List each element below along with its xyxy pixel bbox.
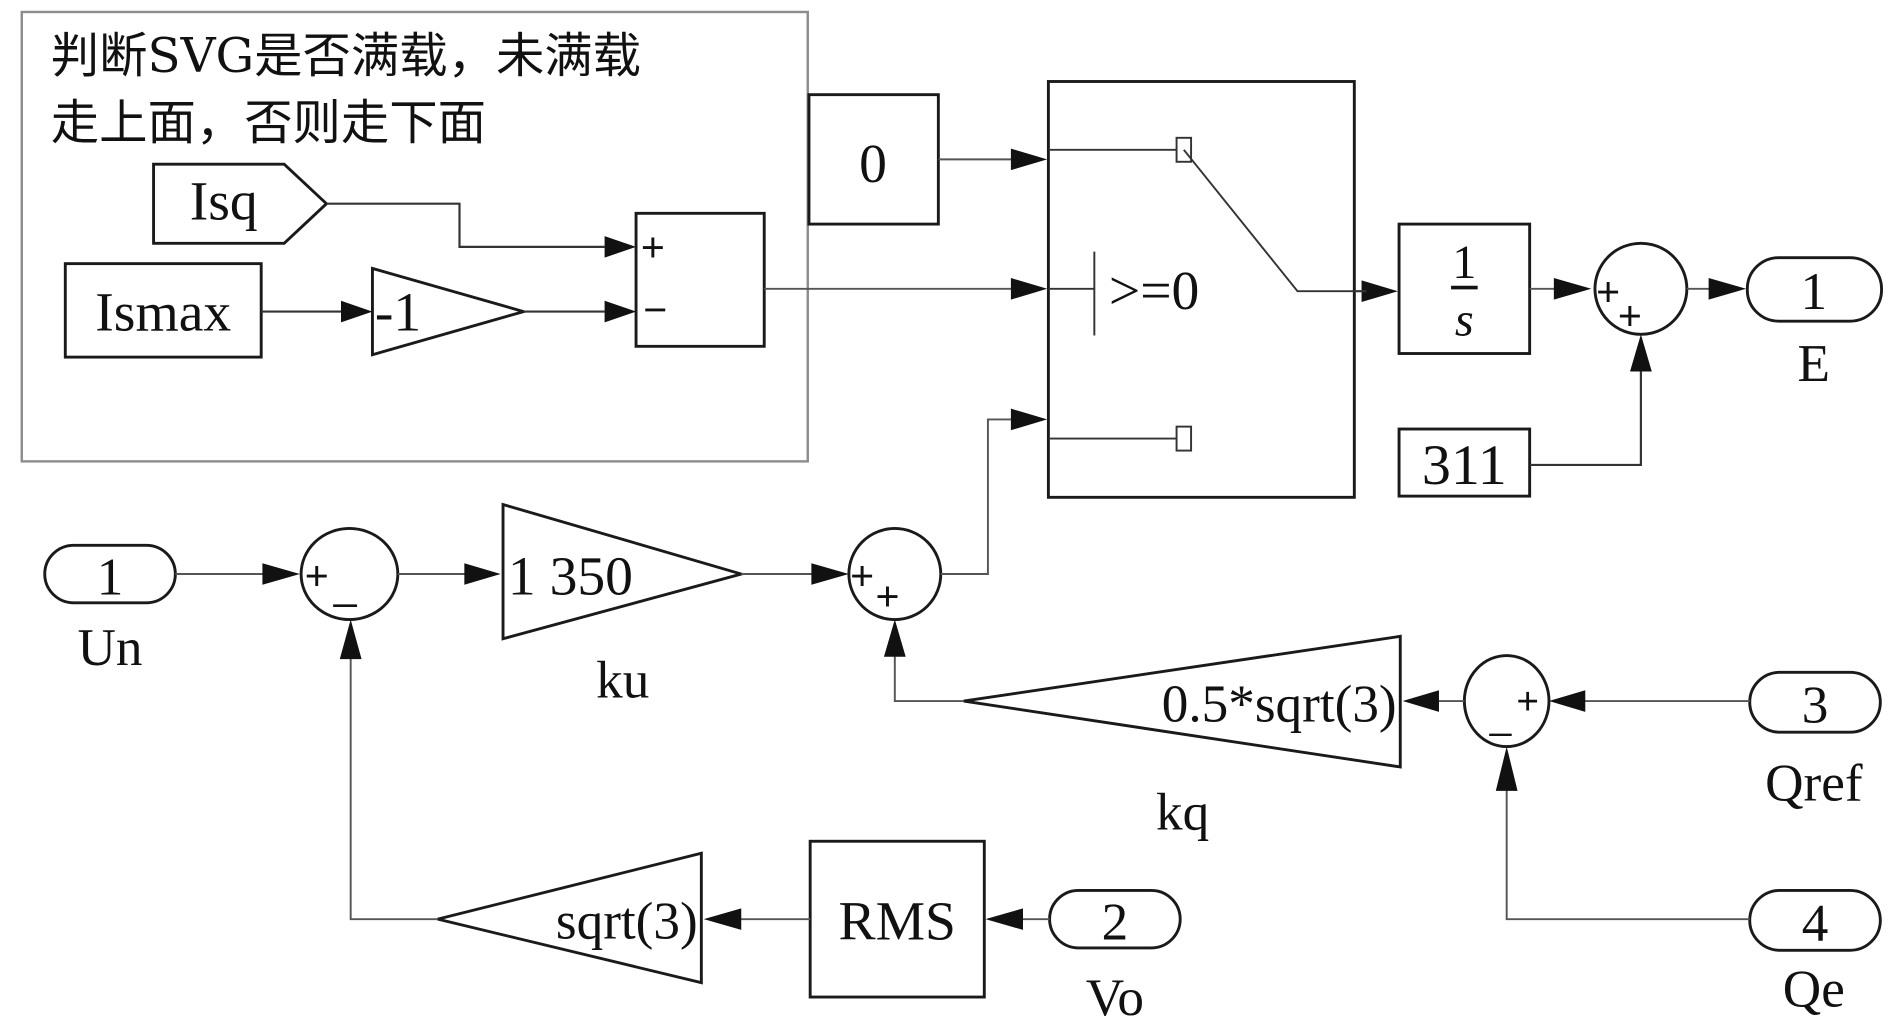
sum-block-mid[interactable]: + + [847,527,943,621]
inport-qref[interactable]: 3 [1748,670,1882,735]
inport-vo[interactable]: 2 [1048,888,1182,952]
switch-criterion: >=0 [1109,260,1200,321]
sum-un-sign-minus: _ [333,562,358,608]
arrow-icon [1553,278,1592,300]
sqrt3-gain-block[interactable]: sqrt(3) [437,851,703,985]
ku-gain-block[interactable]: 1 350 [501,502,747,641]
sum-block-un[interactable]: + _ [299,527,400,621]
arrow-icon [262,563,300,585]
wire-qe-to-sum [1505,786,1750,921]
annotation-frame [20,10,809,463]
zero-constant-value: 0 [859,133,887,194]
ismax-label: Ismax [95,282,231,343]
arrow-icon [1361,280,1398,302]
arrow-icon [1010,408,1048,431]
integrator-denominator: s [1455,294,1474,347]
kq-gain-label: kq [1156,783,1209,841]
inport-qe-number: 4 [1802,895,1829,953]
arrow-icon [339,619,362,660]
integrator-numerator: 1 [1452,236,1476,289]
inport-un-number: 1 [97,549,124,607]
outport-e-number: 1 [1801,263,1828,321]
annotation-line-2: 走上面，否则走下面 [51,95,486,151]
inport-vo-number: 2 [1102,894,1129,952]
sum-out-sign-2: + [1618,293,1642,339]
sum-top-sign-plus: + [641,224,665,270]
arrow-icon [1495,746,1518,791]
arrow-icon [985,908,1023,930]
wire-sum-to-switch-bottom [940,418,1019,575]
sum-q-sign-plus: + [1516,680,1539,723]
inport-un-label: Un [78,619,143,677]
const-311-block[interactable]: 311 [1397,427,1532,498]
arrow-icon [1010,148,1048,171]
kq-gain-block[interactable]: 0.5*sqrt(3) [963,634,1402,769]
arrow-icon [703,908,742,930]
neg-one-gain-block[interactable]: -1 [370,266,529,357]
inport-qe-label: Qe [1783,961,1845,1019]
arrow-icon [883,619,906,657]
arrow-icon [464,563,501,585]
wire-kq-to-sum-mid [893,653,964,703]
arrow-icon [1708,278,1747,300]
sum-un-sign-plus: + [305,553,329,599]
inport-qref-number: 3 [1802,677,1829,735]
sum-block-output[interactable]: + + [1593,241,1689,339]
inport-qref-label: Qref [1765,755,1863,813]
outport-e-label: E [1798,335,1831,393]
annotation-line-1: 判断SVG是否满载，未满载 [51,28,641,84]
zero-constant-block[interactable]: 0 [807,93,940,226]
sum-mid-sign-1: + [850,553,874,599]
neg-one-gain-value: -1 [375,282,421,343]
arrow-icon [1010,278,1048,300]
ku-gain-label: ku [596,652,649,710]
arrow-icon [604,236,637,258]
wire-isq-to-sum [326,202,605,248]
arrow-icon [604,300,637,323]
sum-mid-sign-2: + [875,573,899,619]
inport-qe[interactable]: 4 [1748,888,1882,953]
sqrt3-gain-value: sqrt(3) [556,893,698,951]
wire-311-to-sum [1529,369,1642,467]
integrator-block[interactable]: 1 s [1397,222,1532,355]
ku-gain-value: 1 350 [508,546,633,607]
kq-gain-value: 0.5*sqrt(3) [1162,676,1397,734]
isq-tag-label: Isq [190,171,258,232]
sum-block-q[interactable]: + _ [1462,654,1551,749]
arrow-icon [811,563,849,585]
switch-block[interactable]: >=0 [1046,80,1356,499]
arrow-icon [1549,690,1586,712]
wire-sqrt3-to-sum-un [349,656,438,921]
sum-out-sign-1: + [1596,269,1620,315]
arrow-icon [1630,334,1652,372]
sum-q-sign-minus: _ [1489,695,1512,738]
outport-e[interactable]: 1 [1745,256,1883,323]
sum-top-sign-minus: − [643,287,667,333]
arrow-icon [1402,690,1439,712]
sum-block-top[interactable]: + − [634,211,766,348]
isq-tag-block[interactable]: Isq [152,162,329,245]
inport-un[interactable]: 1 [43,543,177,607]
ismax-constant-block[interactable]: Ismax [63,262,263,359]
const-311-value: 311 [1422,434,1507,497]
arrow-icon [340,300,373,323]
rms-block[interactable]: RMS [808,839,986,999]
inport-vo-label: Vo [1086,969,1144,1027]
rms-label: RMS [839,891,956,952]
